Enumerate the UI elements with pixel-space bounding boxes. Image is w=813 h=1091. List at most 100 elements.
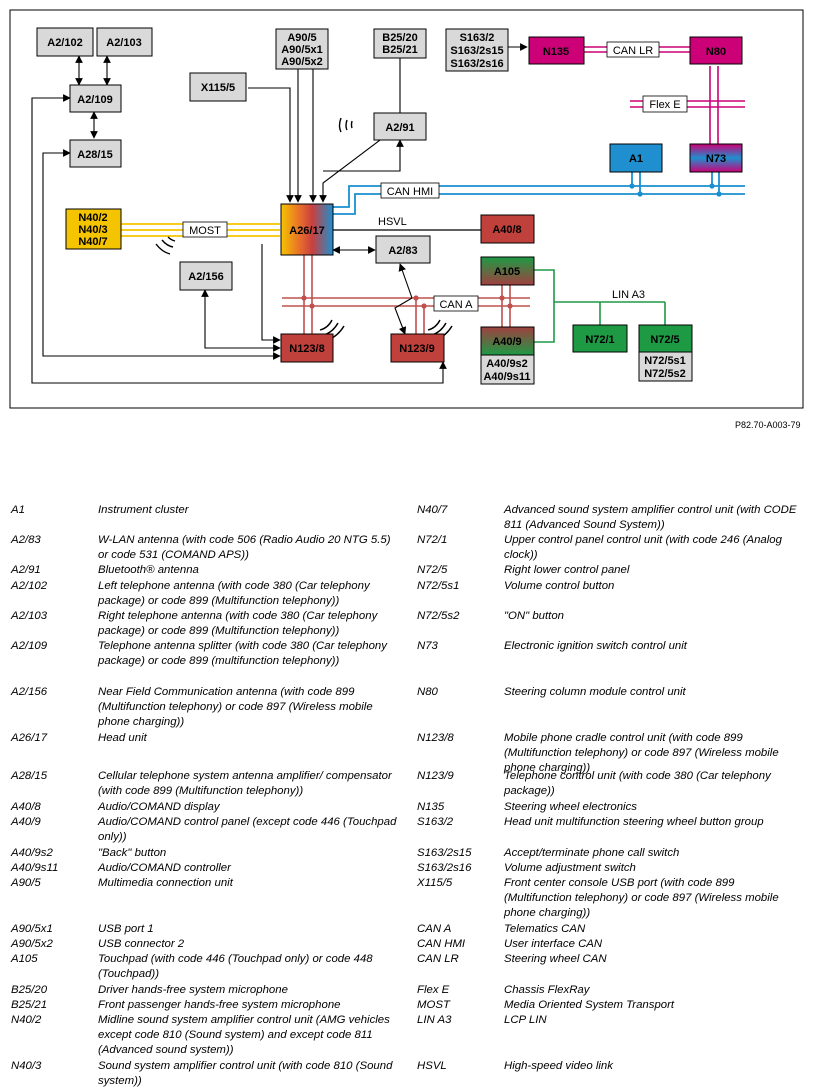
svg-text:A2/91: A2/91 (385, 122, 414, 134)
svg-text:A1: A1 (629, 153, 643, 165)
legend-code: X115/5 (417, 877, 453, 889)
legend-code: A40/8 (11, 801, 41, 813)
svg-text:N80: N80 (706, 46, 726, 58)
legend-code: N72/5s2 (417, 610, 460, 622)
box-x115-5: X115/5 (189, 72, 247, 102)
legend-code: A2/91 (11, 564, 41, 576)
legend-code: A2/83 (11, 534, 41, 546)
legend-code: B25/21 (11, 999, 48, 1011)
box-a2-83: A2/83 (375, 235, 431, 264)
legend-code: N40/7 (417, 504, 448, 516)
svg-text:N40/7: N40/7 (78, 236, 107, 248)
label-flex-e: Flex E (642, 95, 688, 113)
svg-text:Flex E: Flex E (649, 99, 680, 111)
legend-description: Cellular telephone system antenna amplif… (98, 770, 392, 797)
svg-text:N123/9: N123/9 (399, 343, 434, 355)
box-a26-17: A26/17 (280, 203, 334, 256)
svg-text:X115/5: X115/5 (201, 82, 235, 94)
svg-text:MOST: MOST (189, 225, 221, 237)
svg-text:A40/9s2: A40/9s2 (486, 358, 528, 370)
svg-text:A90/5x2: A90/5x2 (281, 56, 323, 68)
legend-description: Driver hands-free system microphone (98, 984, 288, 996)
box-n40: N40/2 N40/3 N40/7 (65, 208, 122, 250)
svg-text:A26/17: A26/17 (289, 225, 324, 237)
legend-description: Volume adjustment switch (504, 862, 636, 874)
legend-description: Instrument cluster (98, 504, 189, 516)
svg-text:A105: A105 (494, 266, 520, 278)
label-hsvl: HSVL (378, 216, 407, 228)
svg-text:A40/9s11: A40/9s11 (483, 371, 530, 383)
legend-code: A2/156 (11, 686, 48, 698)
box-a28-15: A28/15 (69, 139, 122, 168)
legend-code: A90/5 (11, 877, 41, 889)
legend-description: Upper control panel control unit (with c… (504, 534, 782, 561)
legend-code: MOST (417, 999, 450, 1011)
label-can-hmi: CAN HMI (380, 182, 440, 199)
svg-text:CAN HMI: CAN HMI (387, 186, 433, 198)
svg-text:A2/103: A2/103 (106, 37, 141, 49)
legend-description: Left telephone antenna (with code 380 (C… (98, 580, 370, 607)
legend-description: Front passenger hands-free system microp… (98, 999, 341, 1011)
legend-code: N40/3 (11, 1060, 42, 1072)
legend-description: Right telephone antenna (with code 380 (… (98, 610, 378, 637)
legend-code: N80 (417, 686, 438, 698)
legend-description: Midline sound system amplifier control u… (98, 1014, 390, 1056)
box-n123-9: N123/9 (390, 333, 445, 363)
legend-code: A90/5x1 (11, 923, 53, 935)
svg-text:S163/2: S163/2 (460, 32, 495, 44)
svg-text:A2/156: A2/156 (188, 271, 223, 283)
box-n135: N135 (528, 36, 585, 65)
legend-description: LCP LIN (504, 1014, 547, 1026)
box-a105: A105 (480, 256, 535, 286)
legend-code: S163/2s15 (417, 847, 472, 859)
svg-text:N72/1: N72/1 (585, 334, 614, 346)
label-most: MOST (182, 221, 228, 238)
box-n123-8: N123/8 (280, 333, 334, 363)
label-can-lr: CAN LR (606, 41, 660, 58)
legend-description: Audio/COMAND controller (98, 862, 231, 874)
legend-code: N73 (417, 640, 438, 652)
legend-description: Mobile phone cradle control unit (with c… (504, 732, 779, 774)
legend-description: Telephone control unit (with code 380 (C… (504, 770, 771, 797)
box-a40-9-sub: A40/9s2 A40/9s11 (480, 354, 535, 385)
legend-description: Volume control button (504, 580, 615, 592)
legend-description: Steering wheel electronics (504, 801, 637, 813)
svg-text:N123/8: N123/8 (289, 343, 324, 355)
box-n72-1: N72/1 (572, 324, 628, 353)
legend-code: N72/5s1 (417, 580, 460, 592)
legend-code: CAN HMI (417, 938, 466, 950)
legend-description: USB port 1 (98, 923, 154, 935)
box-a40-9: A40/9 (480, 326, 535, 356)
legend-description: Media Oriented System Transport (504, 999, 675, 1011)
svg-text:N135: N135 (543, 46, 569, 58)
legend-code: S163/2 (417, 816, 454, 828)
legend-code: A40/9s2 (11, 847, 53, 859)
legend-code: N135 (417, 801, 445, 813)
legend-description: Head unit (98, 732, 147, 744)
legend-description: Front center console USB port (with code… (504, 877, 779, 919)
legend-code: N72/1 (417, 534, 448, 546)
legend-code: N72/5 (417, 564, 448, 576)
svg-text:S163/2s15: S163/2s15 (450, 45, 503, 57)
box-a40-8: A40/8 (480, 214, 535, 244)
legend-description: "Back" button (98, 847, 167, 859)
legend-description: Audio/COMAND control panel (except code … (98, 816, 397, 843)
legend-code: A2/109 (11, 640, 48, 652)
legend-description: Advanced sound system amplifier control … (504, 504, 797, 531)
svg-text:A90/5x1: A90/5x1 (281, 44, 323, 56)
label-lin-a3: LIN A3 (612, 289, 645, 301)
svg-text:N72/5s2: N72/5s2 (644, 368, 686, 380)
lin-a3-bus (534, 269, 666, 343)
svg-text:N72/5: N72/5 (650, 334, 679, 346)
legend-description: Bluetooth® antenna (98, 564, 199, 576)
legend-description: Sound system amplifier control unit (wit… (98, 1060, 393, 1087)
legend-code: B25/20 (11, 984, 48, 996)
legend-code: N123/8 (417, 732, 454, 744)
svg-text:CAN A: CAN A (439, 299, 473, 311)
svg-text:A40/8: A40/8 (492, 224, 521, 236)
box-a2-102: A2/102 (36, 27, 94, 57)
legend-description: USB connector 2 (98, 938, 185, 950)
box-a90-5: A90/5 A90/5x1 A90/5x2 (275, 28, 329, 70)
box-a2-109: A2/109 (69, 84, 122, 113)
label-can-a: CAN A (433, 295, 479, 312)
